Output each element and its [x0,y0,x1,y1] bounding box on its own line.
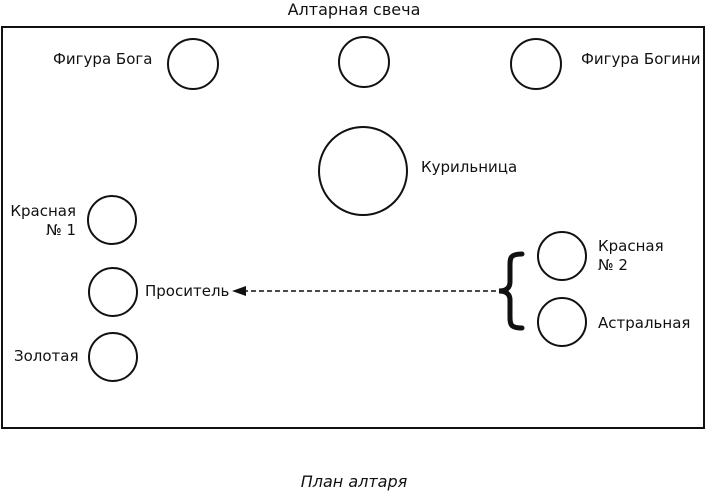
petitioner-label: Проситель [145,282,230,300]
astral-candle-circle [537,297,587,347]
altar-candle-label: Алтарная свеча [287,0,421,19]
god-figure-circle [167,38,219,90]
red-candle-2-circle [537,231,587,281]
censer-circle [318,126,408,216]
red-candle-1-label-line1: Красная [10,202,76,220]
altar-candle-circle [338,36,390,88]
astral-candle-label: Астральная [598,314,691,332]
red-candle-1-label: Красная № 1 [10,202,76,240]
goddess-figure-label: Фигура Богини [581,50,701,68]
arrow-head [232,286,246,296]
goddess-figure-circle [510,38,562,90]
diagram-caption: План алтаря [300,472,408,491]
god-figure-label: Фигура Бога [53,50,153,68]
golden-candle-circle [88,332,138,382]
red-candle-2-label-line1: Красная [598,237,664,255]
altar-frame [1,26,705,429]
red-candle-1-circle [87,195,137,245]
censer-label: Курильница [421,158,518,176]
red-candle-2-label: Красная № 2 [598,237,664,275]
red-candle-2-label-line2: № 2 [598,256,628,274]
red-candle-1-label-line2: № 1 [46,221,76,239]
petitioner-circle [88,267,138,317]
golden-candle-label: Золотая [14,347,79,365]
curly-brace [498,251,525,331]
